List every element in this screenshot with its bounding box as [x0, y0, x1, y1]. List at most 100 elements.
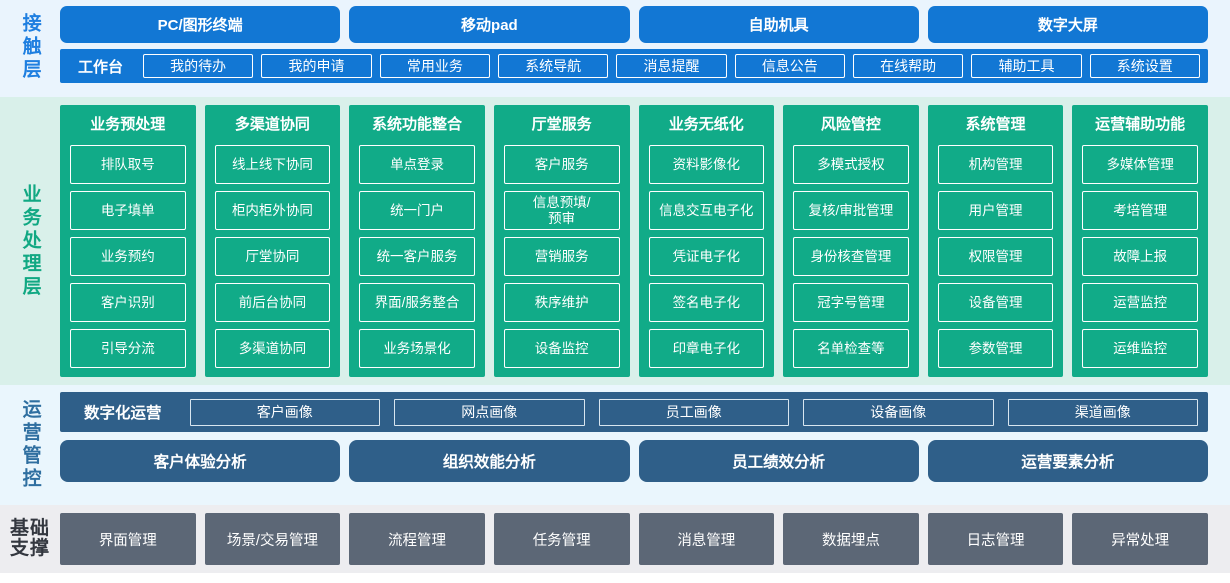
terminal-chip-mobile-pad[interactable]: 移动pad: [349, 6, 630, 43]
analysis-chip-org-efficiency[interactable]: 组织效能分析: [349, 440, 630, 482]
workbench-title: 工作台: [78, 58, 124, 76]
business-item[interactable]: 营销服务: [503, 237, 620, 276]
base-chip-message-management[interactable]: 消息管理: [638, 513, 775, 565]
digital-operations-bar: 数字化运营 客户画像 网点画像 员工画像 设备画像 渠道画像: [60, 392, 1208, 432]
analysis-chip-employee-performance[interactable]: 员工绩效分析: [638, 440, 919, 482]
business-item[interactable]: 电子填单: [70, 191, 186, 230]
base-support-layer-body: 界面管理 场景/交易管理 流程管理 任务管理 消息管理 数据埋点 日志管理 异常…: [60, 513, 1230, 565]
business-item[interactable]: 业务场景化: [359, 329, 475, 368]
business-item[interactable]: 柜内柜外协同: [214, 191, 331, 230]
analysis-chip-customer-experience[interactable]: 客户体验分析: [60, 440, 341, 482]
business-item[interactable]: 凭证电子化: [648, 237, 765, 276]
business-column-title: 运营辅助功能: [1095, 116, 1186, 133]
business-item[interactable]: 用户管理: [937, 191, 1054, 230]
base-chip-data-tracking[interactable]: 数据埋点: [783, 513, 919, 565]
business-item[interactable]: 引导分流: [70, 329, 186, 368]
base-support-layer-label-line2: 支撑: [9, 538, 50, 559]
workbench-button-message-alert[interactable]: 消息提醒: [616, 54, 727, 78]
base-chip-log-management[interactable]: 日志管理: [927, 513, 1064, 565]
business-item[interactable]: 复核/审批管理: [793, 191, 909, 230]
business-column-operation-support: 运营辅助功能 多媒体管理 考培管理 故障上报 运营监控 运维监控: [1072, 105, 1208, 377]
base-chip-exception-handling[interactable]: 异常处理: [1072, 513, 1208, 565]
business-item[interactable]: 机构管理: [937, 145, 1054, 184]
business-item[interactable]: 权限管理: [937, 237, 1054, 276]
terminal-chip-digital-screen[interactable]: 数字大屏: [927, 6, 1208, 43]
business-item[interactable]: 设备管理: [937, 283, 1054, 322]
business-item[interactable]: 统一客户服务: [359, 237, 475, 276]
business-column-title: 业务无纸化: [668, 116, 744, 133]
business-item[interactable]: 统一门户: [359, 191, 475, 230]
portrait-button-branch[interactable]: 网点画像: [394, 398, 585, 426]
business-item[interactable]: 参数管理: [937, 329, 1054, 368]
business-item[interactable]: 考培管理: [1082, 191, 1198, 230]
base-support-layer-label-line1: 基础: [9, 518, 50, 540]
base-chip-scene-transaction-management[interactable]: 场景/交易管理: [204, 513, 341, 565]
business-item[interactable]: 资料影像化: [648, 145, 765, 184]
portrait-button-device[interactable]: 设备画像: [803, 398, 994, 426]
business-item[interactable]: 信息预填/ 预审: [503, 191, 620, 230]
business-item[interactable]: 厅堂协同: [214, 237, 331, 276]
terminal-chip-pc[interactable]: PC/图形终端: [60, 6, 341, 43]
portrait-button-customer[interactable]: 客户画像: [189, 398, 381, 426]
business-item[interactable]: 信息交互电子化: [648, 191, 765, 230]
business-layer-body: 业务预处理 排队取号 电子填单 业务预约 客户识别 引导分流 多渠道协同 线上线…: [60, 105, 1230, 377]
business-item[interactable]: 单点登录: [359, 145, 475, 184]
workbench-button-online-help[interactable]: 在线帮助: [852, 54, 964, 78]
base-chip-task-management[interactable]: 任务管理: [493, 513, 630, 565]
business-item[interactable]: 名单检查等: [793, 329, 909, 368]
analysis-chip-operation-elements[interactable]: 运营要素分析: [927, 440, 1208, 482]
workbench-button-announcement[interactable]: 信息公告: [734, 54, 845, 78]
business-item[interactable]: 客户服务: [503, 145, 620, 184]
base-chip-ui-management[interactable]: 界面管理: [60, 513, 196, 565]
business-layer-section: 业务处理层 业务预处理 排队取号 电子填单 业务预约 客户识别 引导分流 多渠道…: [0, 97, 1230, 385]
business-item[interactable]: 故障上报: [1082, 237, 1198, 276]
business-item[interactable]: 签名电子化: [648, 283, 765, 322]
business-item[interactable]: 多渠道协同: [214, 329, 331, 368]
digital-operations-title: 数字化运营: [84, 405, 162, 422]
contact-layer-label: 接触层: [0, 6, 60, 89]
portrait-button-employee[interactable]: 员工画像: [598, 398, 790, 426]
business-item[interactable]: 印章电子化: [648, 329, 765, 368]
operations-layer-body: 数字化运营 客户画像 网点画像 员工画像 设备画像 渠道画像 客户体验分析 组织…: [60, 392, 1230, 497]
business-item[interactable]: 前后台协同: [214, 283, 331, 322]
base-chip-process-management[interactable]: 流程管理: [349, 513, 485, 565]
business-column-title: 风险管控: [820, 116, 881, 133]
workbench-button-my-todo[interactable]: 我的待办: [143, 54, 254, 78]
business-item[interactable]: 界面/服务整合: [359, 283, 475, 322]
business-item[interactable]: 运维监控: [1082, 329, 1198, 368]
terminal-chip-self-service[interactable]: 自助机具: [638, 6, 919, 43]
business-item[interactable]: 线上线下协同: [214, 145, 331, 184]
business-column-title: 多渠道协同: [234, 116, 310, 133]
business-layer-label: 业务处理层: [0, 105, 60, 377]
operations-layer-label: 运营管控: [0, 392, 60, 497]
business-item[interactable]: 客户识别: [70, 283, 186, 322]
business-layer-label-text: 业务处理层: [19, 183, 41, 299]
contact-layer-body: PC/图形终端 移动pad 自助机具 数字大屏 工作台 我的待办 我的申请 常用…: [60, 6, 1230, 89]
portrait-button-channel[interactable]: 渠道画像: [1007, 398, 1199, 426]
contact-layer-section: 接触层 PC/图形终端 移动pad 自助机具 数字大屏 工作台 我的待办 我的申…: [0, 0, 1230, 97]
business-column-lobby-service: 厅堂服务 客户服务 信息预填/ 预审 营销服务 秩序维护 设备监控: [493, 105, 630, 377]
workbench-button-auxiliary-tools[interactable]: 辅助工具: [971, 54, 1082, 78]
business-item[interactable]: 冠字号管理: [793, 283, 909, 322]
workbench-button-system-navigation[interactable]: 系统导航: [498, 54, 609, 78]
workbench-button-system-settings[interactable]: 系统设置: [1089, 54, 1200, 78]
workbench-bar: 工作台 我的待办 我的申请 常用业务 系统导航 消息提醒 信息公告 在线帮助 辅…: [60, 49, 1208, 83]
business-item[interactable]: 业务预约: [70, 237, 186, 276]
business-column-risk-control: 风险管控 多模式授权 复核/审批管理 身份核查管理 冠字号管理 名单检查等: [783, 105, 919, 377]
business-item[interactable]: 多模式授权: [793, 145, 909, 184]
workbench-button-my-application[interactable]: 我的申请: [261, 54, 372, 78]
business-column-preprocess: 业务预处理 排队取号 电子填单 业务预约 客户识别 引导分流: [60, 105, 196, 377]
business-item[interactable]: 排队取号: [70, 145, 186, 184]
business-column-system-integration: 系统功能整合 单点登录 统一门户 统一客户服务 界面/服务整合 业务场景化: [349, 105, 485, 377]
business-column-paperless: 业务无纸化 资料影像化 信息交互电子化 凭证电子化 签名电子化 印章电子化: [638, 105, 775, 377]
operations-layer-section: 运营管控 数字化运营 客户画像 网点画像 员工画像 设备画像 渠道画像 客户体验…: [0, 385, 1230, 505]
business-item[interactable]: 身份核查管理: [793, 237, 909, 276]
business-item[interactable]: 设备监控: [503, 329, 620, 368]
business-column-title: 厅堂服务: [531, 116, 592, 133]
business-column-multichannel: 多渠道协同 线上线下协同 柜内柜外协同 厅堂协同 前后台协同 多渠道协同: [204, 105, 341, 377]
business-item[interactable]: 秩序维护: [503, 283, 620, 322]
workbench-button-common-business[interactable]: 常用业务: [379, 54, 490, 78]
business-item[interactable]: 多媒体管理: [1082, 145, 1198, 184]
business-item[interactable]: 运营监控: [1082, 283, 1198, 322]
